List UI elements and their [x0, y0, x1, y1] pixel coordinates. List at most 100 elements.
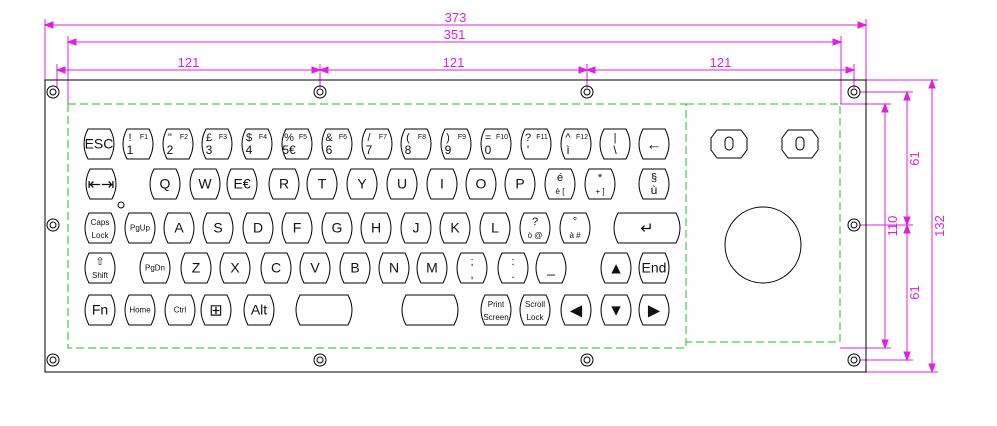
key-g[interactable]: G — [321, 212, 353, 244]
key-outline — [306, 168, 338, 200]
key-[interactable]: ?'F11 — [520, 128, 552, 160]
key-n[interactable]: N — [378, 252, 410, 284]
key-fn[interactable]: Fn — [84, 294, 116, 326]
key-label: X — [230, 260, 240, 276]
key-bottom-label: ò @ — [528, 231, 543, 240]
key-[interactable]: ⇤⇥ — [85, 168, 117, 200]
key-outline — [479, 212, 511, 244]
key-e[interactable]: E€ — [226, 168, 258, 200]
key-3[interactable]: £3F3 — [201, 128, 233, 160]
key-f[interactable]: F — [281, 212, 313, 244]
key-[interactable]: ▼ — [600, 294, 632, 326]
key-ctrl[interactable]: Ctrl — [164, 294, 196, 326]
key-[interactable]: ← — [638, 128, 670, 160]
key-i[interactable]: I — [426, 168, 458, 200]
key-7[interactable]: /7F7 — [361, 128, 393, 160]
key-v[interactable]: V — [299, 252, 331, 284]
key-bottom-label: Screen — [483, 313, 508, 322]
key-j[interactable]: J — [400, 212, 432, 244]
dimension-arrow — [66, 38, 843, 46]
key-[interactable]: ↵ — [613, 212, 681, 244]
key-alt[interactable]: Alt — [243, 294, 275, 326]
key-[interactable]: ?ò @ — [519, 212, 551, 244]
key-h[interactable]: H — [360, 212, 392, 244]
key-outline — [281, 128, 313, 160]
key-x[interactable]: X — [219, 252, 251, 284]
key-a[interactable]: A — [163, 212, 195, 244]
key-outline — [544, 168, 576, 200]
key-[interactable]: |\ — [599, 128, 631, 160]
key-label: U — [397, 176, 407, 192]
key-[interactable]: ⊞ — [200, 294, 232, 326]
key-8[interactable]: (8F8 — [400, 128, 432, 160]
key-end[interactable]: End — [638, 252, 670, 284]
key-label: S — [213, 220, 222, 236]
key-outline — [242, 212, 274, 244]
dimension-arrow — [903, 90, 911, 227]
key-pgup[interactable]: PgUp — [124, 212, 156, 244]
key-k[interactable]: K — [439, 212, 471, 244]
key-top-label: ° — [573, 216, 577, 228]
key-[interactable]: :. — [497, 252, 529, 284]
arrow-left-icon: ◀ — [570, 302, 583, 319]
key-outline — [400, 128, 432, 160]
key-pgdn[interactable]: PgDn — [139, 252, 171, 284]
key-blank[interactable] — [295, 294, 353, 326]
key-[interactable]: éè [ — [544, 168, 576, 200]
key-u[interactable]: U — [386, 168, 418, 200]
key-4[interactable]: $4F4 — [241, 128, 273, 160]
key-y[interactable]: Y — [346, 168, 378, 200]
mounting-hole-inner — [583, 88, 591, 96]
key-shift[interactable]: ⇧Shift — [84, 252, 116, 284]
key-label: K — [450, 220, 460, 236]
key-outline — [560, 294, 592, 326]
key-outline — [219, 252, 251, 284]
key-o[interactable]: O — [465, 168, 497, 200]
key-r[interactable]: R — [268, 168, 300, 200]
key-label: N — [389, 260, 399, 276]
key-[interactable]: *+ ] — [584, 168, 616, 200]
key-q[interactable]: Q — [149, 168, 181, 200]
key-p[interactable]: P — [504, 168, 536, 200]
key-blank[interactable] — [401, 294, 459, 326]
key-w[interactable]: W — [189, 168, 221, 200]
key-2[interactable]: "2F2 — [162, 128, 194, 160]
key-[interactable]: _ — [535, 252, 567, 284]
key-label: C — [271, 260, 281, 276]
key-outline — [124, 294, 156, 326]
key-outline — [200, 294, 232, 326]
key-esc[interactable]: ESC — [83, 128, 115, 160]
key-6[interactable]: &6F6 — [321, 128, 353, 160]
key-1[interactable]: !1F1 — [122, 128, 154, 160]
key-z[interactable]: Z — [180, 252, 212, 284]
key-bottom-label: à # — [569, 231, 581, 240]
dimension-arrow — [585, 66, 856, 74]
key-d[interactable]: D — [242, 212, 274, 244]
key-c[interactable]: C — [260, 252, 292, 284]
key-s[interactable]: S — [202, 212, 234, 244]
mouse-icon — [795, 136, 805, 151]
key-label: V — [310, 260, 320, 276]
key-[interactable]: ▲ — [600, 252, 632, 284]
dimension-label: 61 — [907, 285, 922, 299]
key-[interactable]: ◀ — [560, 294, 592, 326]
key-5[interactable]: %5€F5 — [281, 128, 313, 160]
key-[interactable]: §ù — [638, 168, 670, 200]
key-label: Z — [192, 260, 201, 276]
key-[interactable]: ▶ — [638, 294, 670, 326]
key-function-label: F5 — [299, 134, 307, 141]
key-b[interactable]: B — [339, 252, 371, 284]
key-outline — [535, 252, 567, 284]
key-t[interactable]: T — [306, 168, 338, 200]
key-[interactable]: ;, — [456, 252, 488, 284]
key-9[interactable]: )9F9 — [440, 128, 472, 160]
key-l[interactable]: L — [479, 212, 511, 244]
key-home[interactable]: Home — [124, 294, 156, 326]
key-[interactable]: ° à # — [559, 212, 591, 244]
key-m[interactable]: M — [416, 252, 448, 284]
